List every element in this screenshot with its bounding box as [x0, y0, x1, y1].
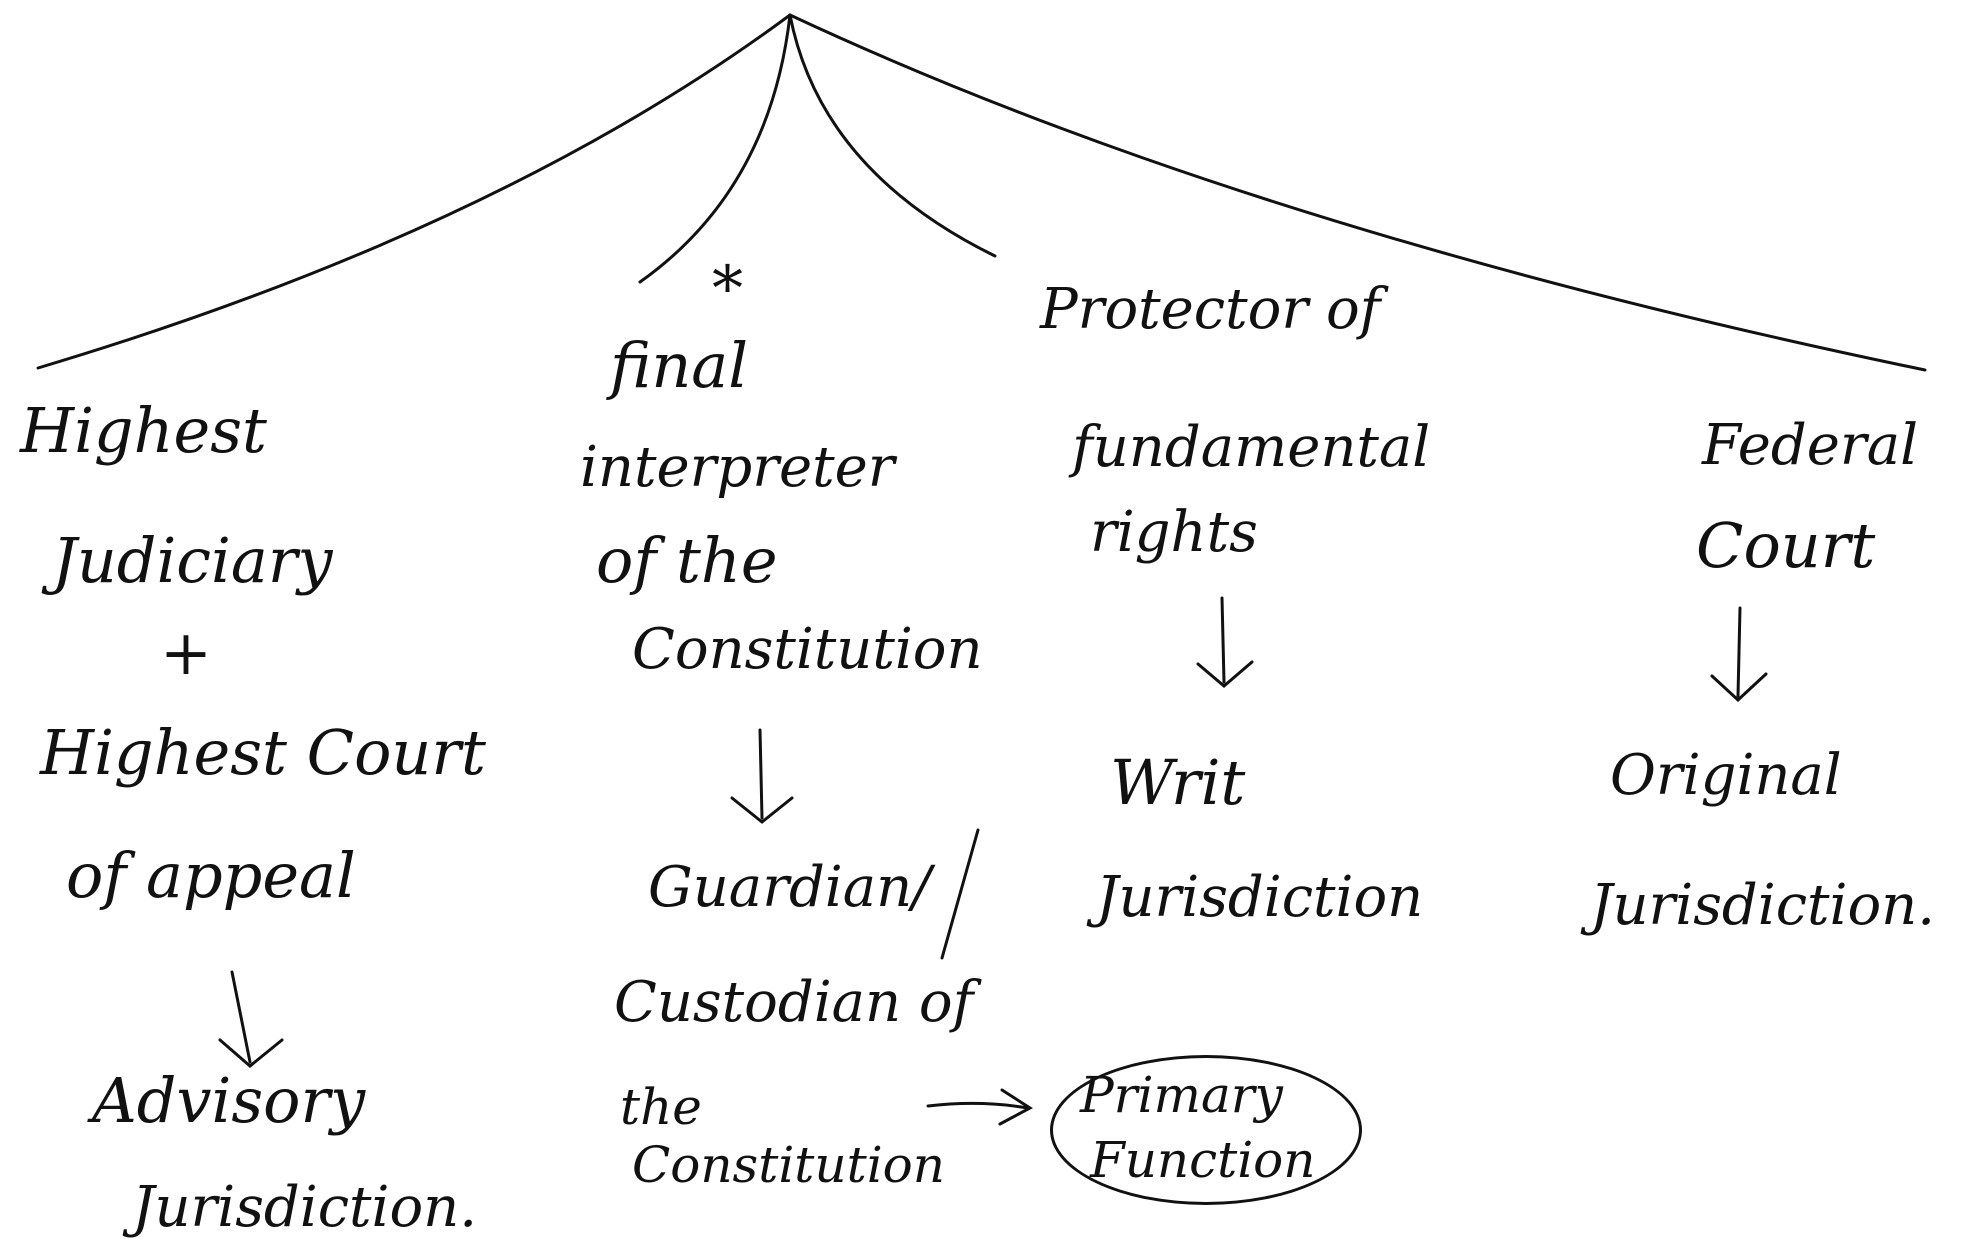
label-writ: Writ: [1110, 746, 1246, 819]
label-final: final: [610, 329, 749, 402]
branch-line-1: [36, 13, 792, 370]
branch-line-2: [638, 13, 792, 284]
label-protector-of: Protector of: [1040, 277, 1381, 342]
label-plus: +: [160, 616, 212, 689]
label-of-appeal: of appeal: [66, 839, 356, 912]
arrow-original: [1710, 606, 1768, 703]
label-advisory-jurisdiction: Jurisdiction.: [132, 1175, 478, 1240]
arrow-primary: [926, 1088, 1033, 1126]
label-writ-jurisdiction: Jurisdiction: [1096, 865, 1424, 930]
label-federal: Federal: [1702, 413, 1918, 478]
label-function: Function: [1090, 1131, 1316, 1189]
branch-line-4: [788, 13, 1927, 372]
label-rights: rights: [1090, 500, 1258, 565]
primary-function-oval: [1050, 1055, 1362, 1205]
label-advisory: Advisory: [92, 1064, 366, 1137]
label-original: Original: [1610, 743, 1842, 808]
guardian-slash: [940, 828, 980, 960]
label-original-jurisdiction: Jurisdiction.: [1590, 873, 1936, 938]
label-constitution-1: Constitution: [632, 617, 983, 682]
label-highest: Highest: [20, 394, 267, 467]
arrow-writ: [1196, 596, 1254, 688]
label-highest-court: Highest Court: [40, 716, 486, 789]
label-judiciary: Judiciary: [52, 524, 333, 597]
label-guardian: Guardian/: [648, 855, 932, 920]
label-custodian-of: Custodian of: [614, 970, 974, 1035]
arrow-advisory: [218, 970, 284, 1068]
label-primary: Primary: [1080, 1066, 1283, 1124]
label-the: the: [620, 1078, 702, 1136]
label-of-the: of the: [596, 524, 778, 597]
asterisk-marker: *: [712, 252, 743, 325]
label-court: Court: [1696, 509, 1876, 582]
label-interpreter: interpreter: [580, 435, 895, 500]
branch-line-3: [788, 13, 997, 258]
arrow-guardian: [730, 728, 794, 824]
label-fundamental: fundamental: [1072, 415, 1431, 480]
label-constitution-2: Constitution: [632, 1136, 945, 1194]
